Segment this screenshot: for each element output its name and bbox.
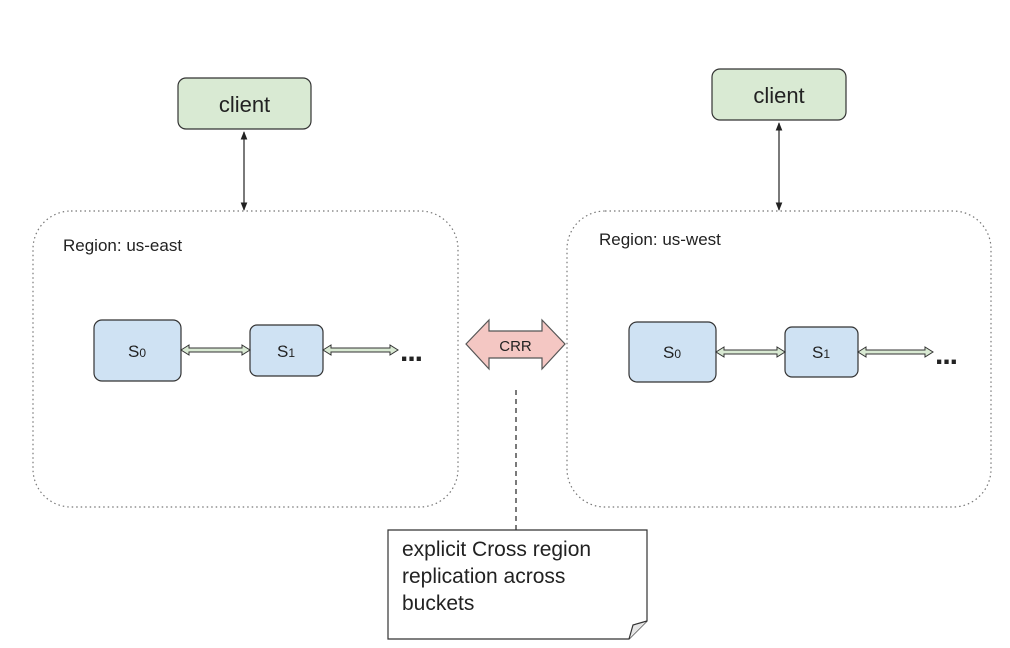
link-s1-next-east — [322, 344, 399, 356]
note-text: explicit Cross region replication across… — [402, 536, 642, 617]
client-label-east: client — [219, 92, 270, 117]
region-boundary-us-east — [32, 210, 459, 508]
link-s0-s1-west — [715, 346, 786, 358]
link-s1-next-west — [857, 346, 934, 358]
client-label-west: client — [753, 83, 804, 108]
region-boundary-us-west — [566, 210, 992, 508]
note-line-1: explicit Cross region — [402, 538, 592, 561]
node-s0-east-label: S0 — [128, 342, 146, 361]
crr-double-arrow — [465, 318, 566, 371]
region-label-us-west: Region: us-west — [599, 230, 721, 249]
ellipsis-east: ... — [400, 335, 422, 368]
note-line-2: replication across — [402, 565, 566, 588]
ellipsis-west: ... — [935, 338, 957, 371]
node-s1-east-label: S1 — [277, 342, 295, 361]
note-fold-corner — [628, 620, 648, 640]
crr-label: CRR — [499, 338, 532, 355]
client-box-east[interactable] — [177, 77, 312, 130]
link-s0-s1-east — [180, 344, 251, 356]
node-s1-west-label: S1 — [812, 343, 830, 362]
note-line-3: buckets — [402, 592, 475, 615]
region-label-us-east: Region: us-east — [63, 236, 182, 255]
node-s0-west-label: S0 — [663, 343, 681, 362]
client-box-west[interactable] — [711, 68, 847, 121]
